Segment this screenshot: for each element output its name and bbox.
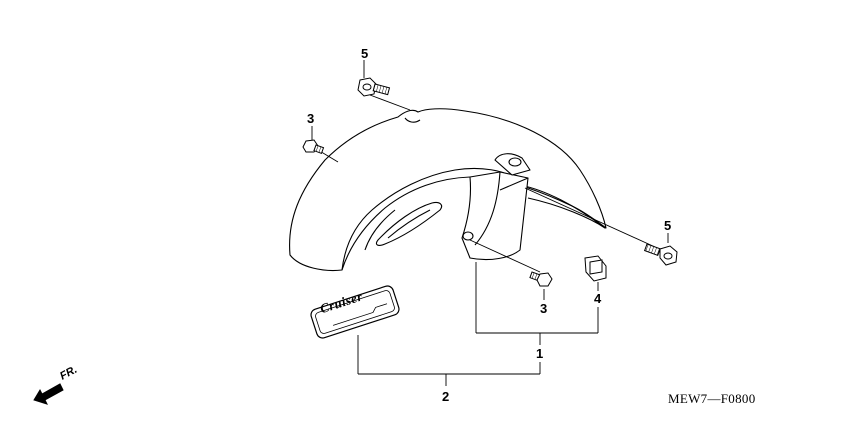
screw-left bbox=[302, 139, 325, 155]
flange-bolt-right bbox=[643, 243, 678, 266]
cruiser-emblem bbox=[310, 285, 400, 339]
front-direction-arrow-icon bbox=[33, 383, 64, 405]
callout-bolt-right: 5 bbox=[664, 218, 672, 233]
clip-nut bbox=[584, 255, 607, 282]
front-fender bbox=[289, 108, 607, 272]
callout-screw-left: 3 bbox=[307, 111, 315, 126]
screw-center bbox=[529, 271, 553, 287]
callout-clip-nut: 4 bbox=[594, 291, 602, 306]
callout-screw-center: 3 bbox=[540, 301, 548, 316]
diagram-reference-code: MEW7—F0800 bbox=[668, 391, 756, 406]
callout-bolt-top: 5 bbox=[361, 46, 369, 61]
leader-lines bbox=[311, 60, 669, 386]
flange-bolt-top bbox=[357, 77, 391, 97]
callout-front-fender: 1 bbox=[536, 346, 544, 361]
callout-emblem: 2 bbox=[442, 389, 450, 404]
